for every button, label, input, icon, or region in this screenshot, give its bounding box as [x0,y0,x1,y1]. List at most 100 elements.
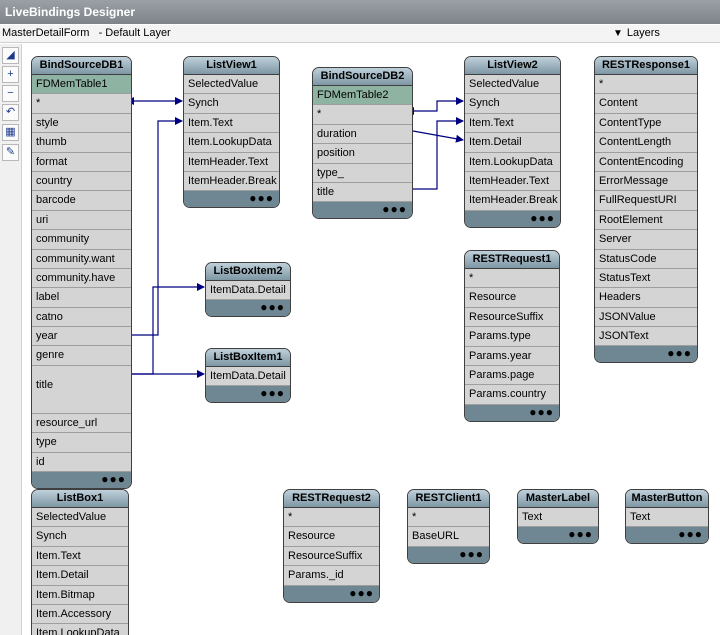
member-row[interactable]: label [32,288,131,308]
member-row[interactable]: community.want [32,250,131,269]
member-row[interactable]: Item.Text [184,114,279,134]
more-icon[interactable]: ●●● [349,585,374,600]
component-title[interactable]: RESTClient1 [408,490,489,508]
member-row[interactable]: JSONValue [595,308,697,328]
member-row[interactable]: ItemHeader.Break [184,172,279,192]
more-icon[interactable]: ●●● [260,300,285,315]
member-row[interactable]: * [32,94,131,114]
component-restclient1[interactable]: RESTClient1*BaseURL●●● [407,489,490,564]
member-row[interactable]: format [32,153,131,172]
member-row[interactable]: id [32,453,131,473]
undo-icon[interactable]: ↶ [2,104,19,121]
member-row[interactable]: StatusCode [595,250,697,269]
member-row[interactable]: Server [595,230,697,250]
member-row[interactable]: thumb [32,133,131,153]
more-icon[interactable]: ●●● [678,527,703,542]
member-row[interactable]: * [284,508,379,528]
member-row[interactable]: barcode [32,191,131,211]
member-row[interactable]: Item.LookupData [465,153,560,172]
member-row[interactable]: community [32,230,131,250]
member-row[interactable]: genre [32,346,131,366]
member-row[interactable]: Item.Accessory [32,605,128,625]
member-row[interactable]: Text [626,508,708,528]
more-icon[interactable]: ●●● [459,546,484,561]
component-title[interactable]: ListView2 [465,57,560,75]
member-row[interactable]: Synch [32,527,128,547]
more-icon[interactable]: ●●● [529,404,554,419]
member-row[interactable]: Synch [465,94,560,114]
component-title[interactable]: BindSourceDB2 [313,68,412,86]
member-row[interactable]: Params.country [465,385,559,405]
member-row[interactable]: FDMemTable1 [32,75,131,95]
member-row[interactable]: Params.year [465,347,559,366]
member-row[interactable]: Item.LookupData [32,624,128,635]
layers-dropdown[interactable]: ▼Layers [613,27,660,39]
member-row[interactable]: Headers [595,288,697,308]
member-row[interactable]: title [32,366,131,414]
zoom-icon[interactable]: ◢ [2,47,19,64]
component-title[interactable]: RESTResponse1 [595,57,697,75]
more-icon[interactable]: ●●● [249,191,274,206]
member-row[interactable]: Item.LookupData [184,133,279,153]
member-row[interactable]: duration [313,125,412,145]
member-row[interactable]: year [32,327,131,347]
grid-icon[interactable]: ▦ [2,124,19,141]
member-row[interactable]: FDMemTable2 [313,86,412,106]
member-row[interactable]: Item.Detail [465,133,560,153]
member-row[interactable]: community.have [32,269,131,289]
member-row[interactable]: position [313,144,412,164]
component-title[interactable]: ListBox1 [32,490,128,508]
more-icon[interactable]: ●●● [260,386,285,401]
member-row[interactable]: type_ [313,164,412,183]
member-row[interactable]: Item.Text [32,547,128,567]
member-row[interactable]: country [32,172,131,192]
member-row[interactable]: * [408,508,489,528]
wand-icon[interactable]: ✎ [2,144,19,161]
member-row[interactable]: ContentLength [595,133,697,153]
more-icon[interactable]: ●●● [568,527,593,542]
member-row[interactable]: * [595,75,697,95]
more-icon[interactable]: ●●● [530,210,555,225]
member-row[interactable]: Params._id [284,566,379,586]
member-row[interactable]: Item.Bitmap [32,586,128,605]
member-row[interactable]: ItemData.Detail [206,281,290,301]
member-row[interactable]: ContentEncoding [595,153,697,172]
component-title[interactable]: ListBoxItem2 [206,263,290,281]
member-row[interactable]: Synch [184,94,279,114]
member-row[interactable]: ItemHeader.Break [465,191,560,211]
member-row[interactable]: Resource [465,288,559,308]
zoom-out-icon[interactable]: − [2,85,19,102]
member-row[interactable]: SelectedValue [184,75,279,95]
member-row[interactable]: Text [518,508,598,528]
member-row[interactable]: type [32,433,131,453]
member-row[interactable]: ErrorMessage [595,172,697,192]
member-row[interactable]: Params.type [465,327,559,347]
member-row[interactable]: * [465,269,559,289]
component-title[interactable]: MasterButton [626,490,708,508]
zoom-in-icon[interactable]: + [2,66,19,83]
more-icon[interactable]: ●●● [382,202,407,217]
member-row[interactable]: SelectedValue [465,75,560,95]
component-title[interactable]: ListBoxItem1 [206,349,290,367]
member-row[interactable]: ResourceSuffix [465,308,559,328]
member-row[interactable]: ContentType [595,114,697,134]
member-row[interactable]: title [313,183,412,203]
member-row[interactable]: ItemData.Detail [206,367,290,387]
more-icon[interactable]: ●●● [101,472,126,487]
member-row[interactable]: Item.Detail [32,566,128,586]
member-row[interactable]: ItemHeader.Text [465,172,560,192]
member-row[interactable]: StatusText [595,269,697,289]
member-row[interactable]: JSONText [595,327,697,347]
member-row[interactable]: Item.Text [465,114,560,134]
member-row[interactable]: Params.page [465,366,559,386]
member-row[interactable]: Resource [284,527,379,547]
